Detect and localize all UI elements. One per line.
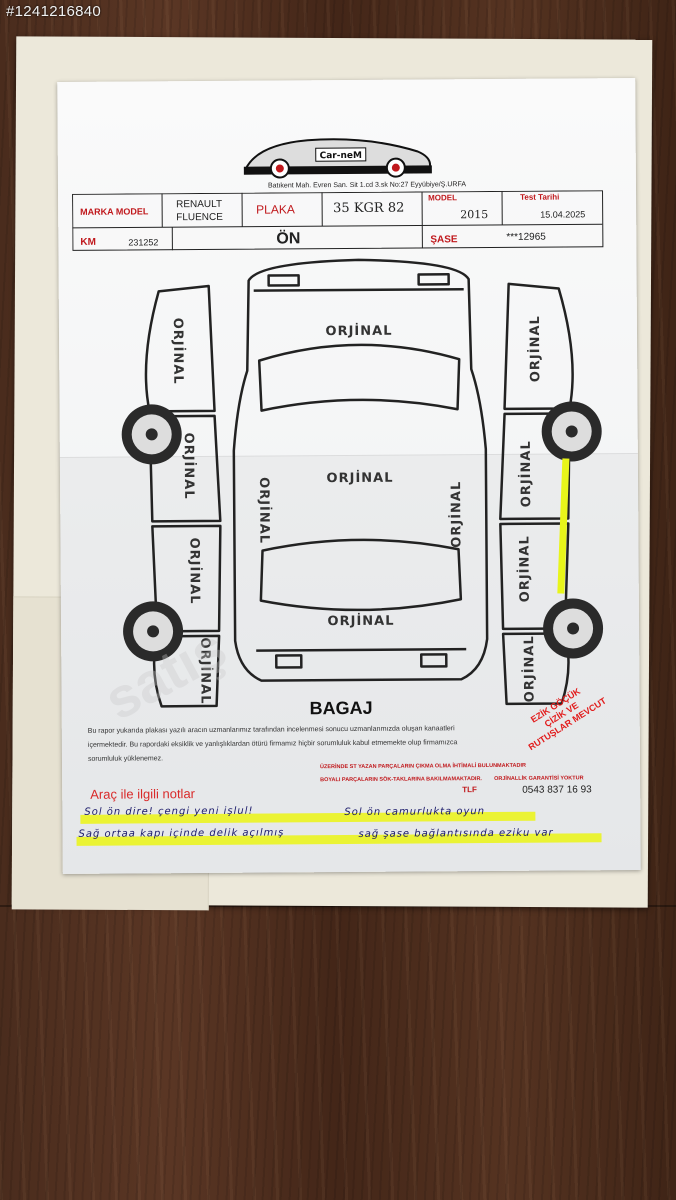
orj-right-rear-door: ORJİNAL bbox=[516, 535, 532, 602]
orj-left-rear-fender: ORJİNAL bbox=[197, 637, 213, 704]
model-label: MODEL bbox=[428, 193, 457, 203]
orj-roof: ORJİNAL bbox=[326, 470, 393, 486]
orj-left-sill: ORJİNAL bbox=[256, 477, 272, 544]
orj-trunk: ORJİNAL bbox=[327, 613, 394, 629]
orj-right-front-door: ORJİNAL bbox=[518, 440, 534, 507]
model-value: 2015 bbox=[460, 208, 489, 222]
warning-line-3: ORJİNALLİK GARANTİSİ YOKTUR bbox=[494, 775, 584, 782]
note-line-1b: Sol ön camurlukta oyun bbox=[344, 806, 486, 819]
orj-right-rear-fender: ORJİNAL bbox=[521, 635, 537, 702]
wheel-icons bbox=[121, 401, 604, 662]
km-label: KM bbox=[80, 236, 96, 248]
orj-right-front-fender: ORJİNAL bbox=[527, 315, 543, 382]
orj-left-rear-door: ORJİNAL bbox=[186, 538, 202, 605]
plaka-label: PLAKA bbox=[256, 202, 295, 217]
notes-title: Araç ile ilgili notlar bbox=[90, 786, 196, 802]
note-line-2b: sağ şase bağlantısında eziku var bbox=[358, 827, 554, 840]
note-line-2a: Sağ ortaa kapı içinde delik açılmış bbox=[78, 827, 285, 840]
logo-text: Car-neM bbox=[320, 151, 362, 161]
watermark-id: #1241216840 bbox=[6, 3, 102, 20]
plaka-value: 35 KGR 82 bbox=[333, 200, 405, 217]
on-label: ÖN bbox=[276, 230, 301, 248]
orj-left-front-fender: ORJİNAL bbox=[170, 318, 186, 385]
disclaimer-text: Bu rapor yukarıda plakası yazılı aracın … bbox=[87, 725, 458, 763]
car-body-diagram: ORJİNAL ORJİNAL ORJİNAL ORJİNAL ORJİNAL … bbox=[121, 258, 604, 708]
marka-model-label: MARKA MODEL bbox=[80, 206, 149, 217]
company-address: Batıkent Mah. Evren San. Sit 1.cd 3.sk N… bbox=[267, 181, 467, 190]
orj-right-sill: ORJİNAL bbox=[448, 481, 464, 548]
damage-highlight-mark bbox=[557, 458, 570, 594]
sase-value: ***12965 bbox=[506, 231, 546, 243]
test-tarihi-value: 15.04.2025 bbox=[540, 209, 586, 220]
tlf-value: 0543 837 16 93 bbox=[522, 784, 592, 796]
company-logo: Car-neM bbox=[243, 138, 432, 179]
note-line-1a: Sol ön dire! çengi yeni işlul! bbox=[84, 805, 254, 818]
marka-model-value: RENAULT FLUENCE bbox=[176, 198, 223, 224]
header-table-grid bbox=[72, 190, 604, 251]
warning-line-2: BOYALI PARÇALARIN SÖK-TAKLARINA BAKILMAM… bbox=[320, 776, 482, 784]
bagaj-label: BAGAJ bbox=[309, 697, 373, 719]
test-tarihi-label: Test Tarihi bbox=[520, 192, 560, 202]
sase-label: ŞASE bbox=[430, 234, 458, 246]
tlf-label: TLF bbox=[462, 785, 477, 795]
inspection-report-paper: Car-neM Batıkent Mah. Evren San. Sit 1.c… bbox=[57, 77, 641, 875]
km-value: 231252 bbox=[128, 237, 159, 248]
orj-hood: ORJİNAL bbox=[325, 323, 392, 339]
orj-left-front-door: ORJİNAL bbox=[181, 433, 197, 500]
